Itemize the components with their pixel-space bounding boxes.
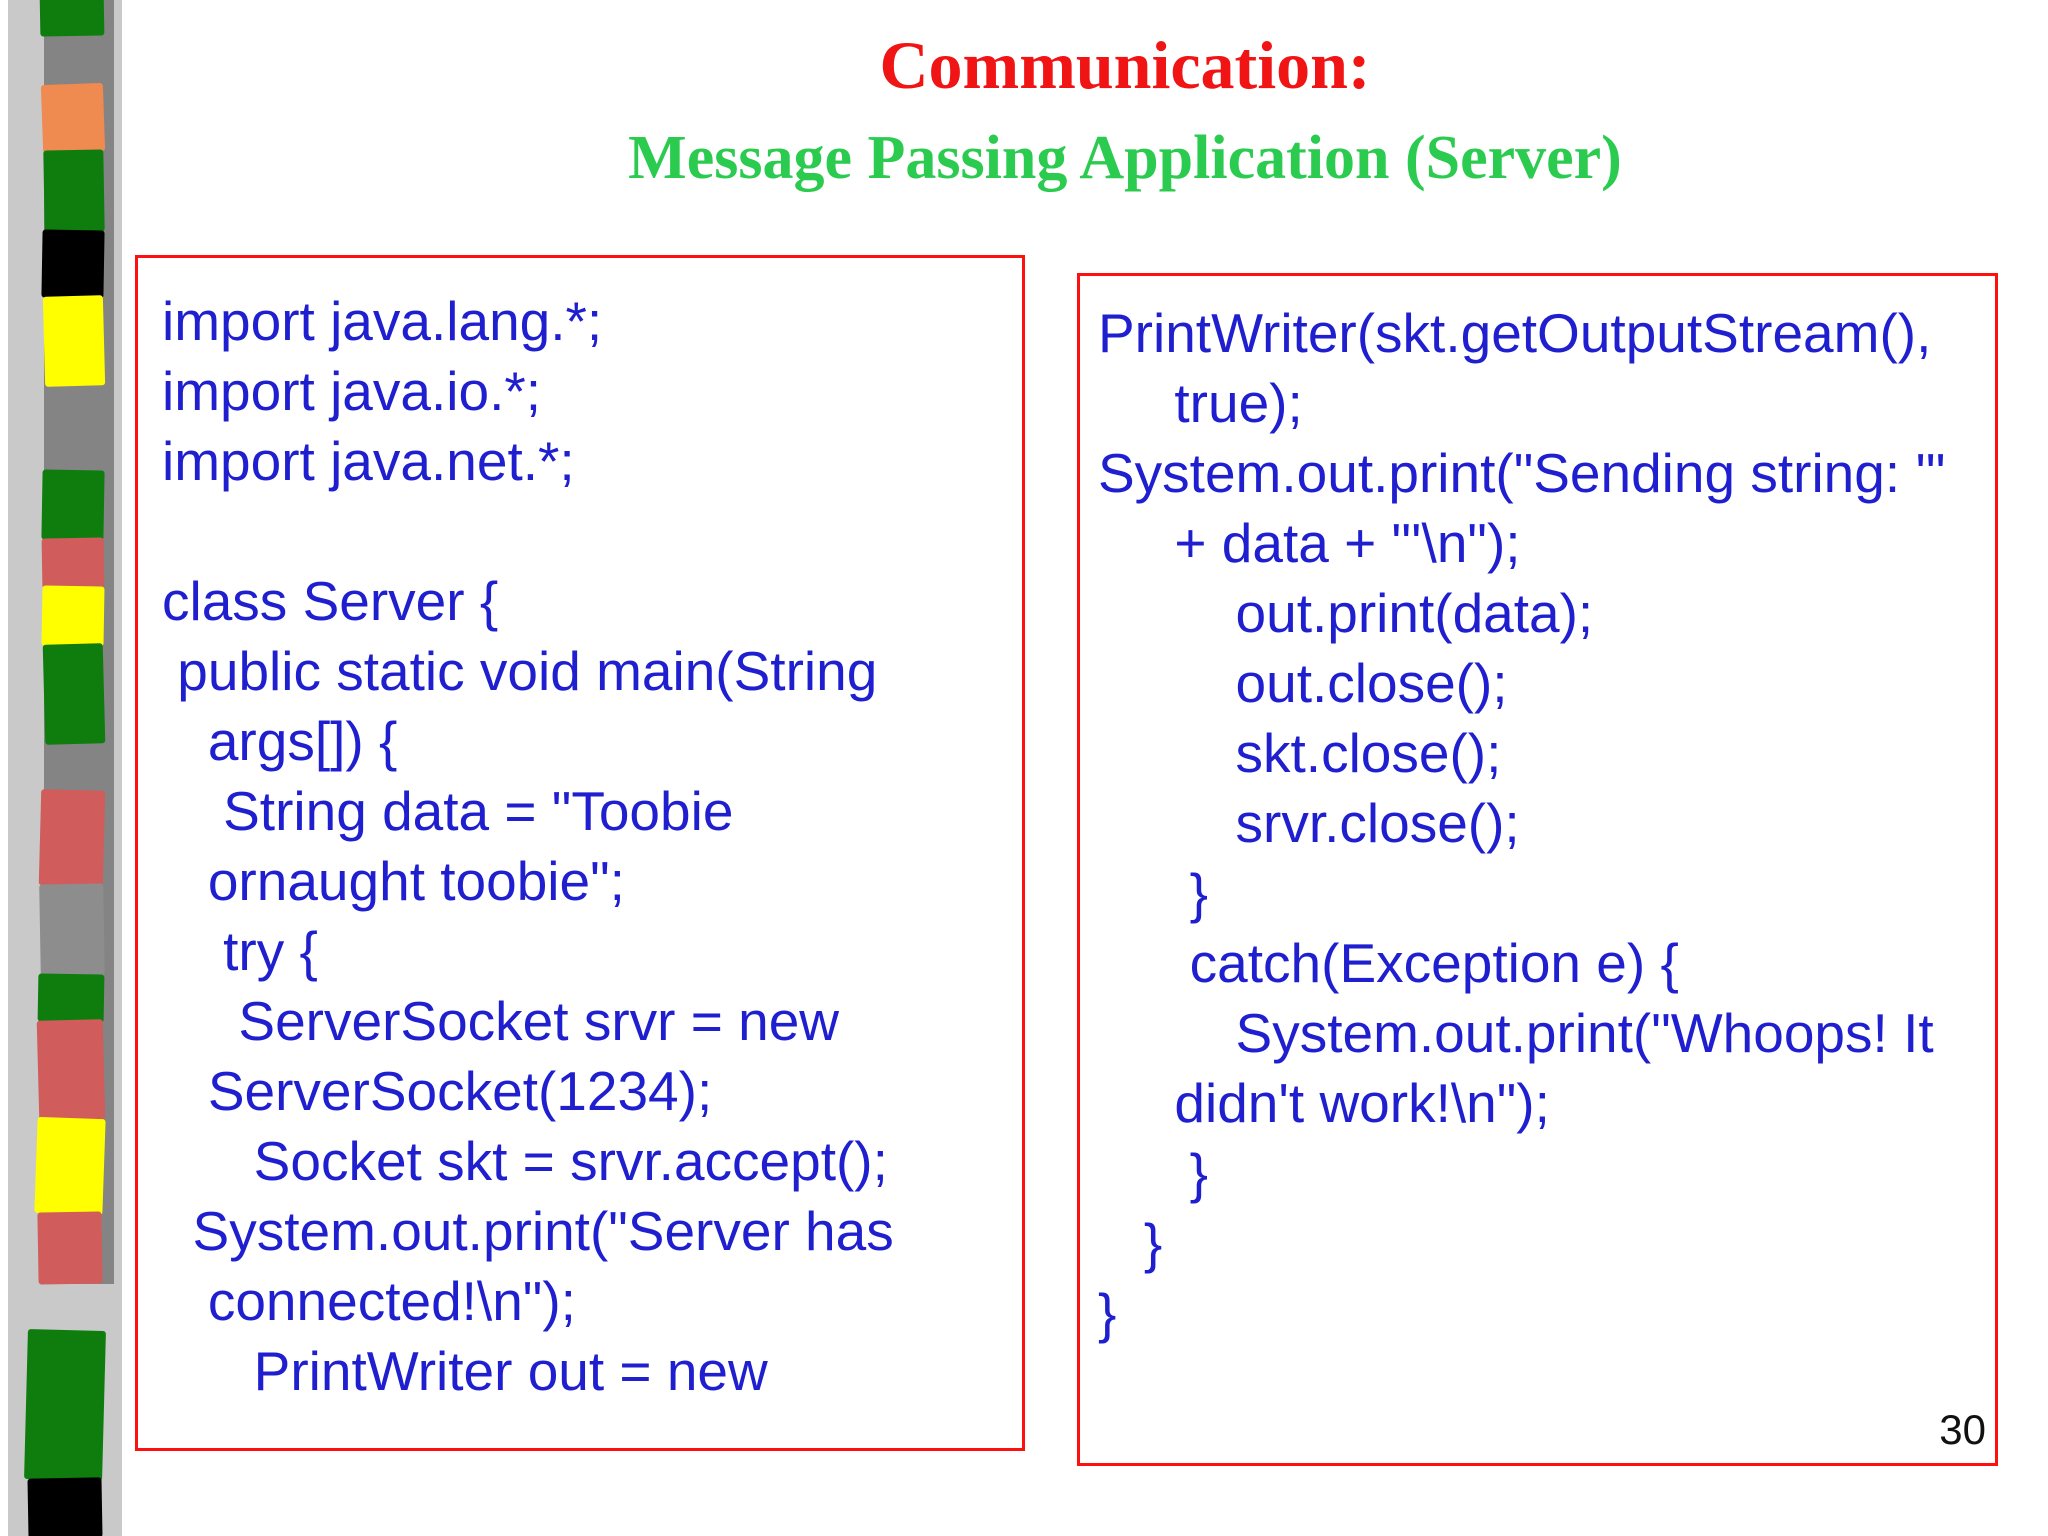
filmstrip-block (36, 1019, 106, 1121)
right-code-box: PrintWriter(skt.getOutputStream(), true)… (1077, 273, 1998, 1466)
filmstrip-block (41, 469, 105, 541)
filmstrip-block (42, 295, 106, 387)
filmstrip-block (34, 1116, 106, 1216)
left-code-text: import java.lang.*; import java.io.*; im… (162, 290, 894, 1402)
filmstrip-block (42, 643, 106, 745)
slide-title: Communication: (879, 27, 1371, 103)
filmstrip-block (24, 1329, 106, 1481)
filmstrip-block (40, 82, 106, 154)
filmstrip-block (37, 973, 105, 1023)
filmstrip-block (37, 1211, 103, 1285)
slide-subtitle: Message Passing Application (Server) (628, 124, 1622, 192)
left-code-box: import java.lang.*; import java.io.*; im… (135, 255, 1025, 1451)
filmstrip-block (43, 149, 105, 233)
filmstrip-block (41, 537, 105, 589)
filmstrip-block (27, 1477, 103, 1536)
filmstrip-block (39, 883, 105, 977)
filmstrip-block (41, 229, 105, 299)
filmstrip-block (38, 789, 106, 887)
filmstrip-block (39, 0, 105, 37)
page-number: 30 (1939, 1406, 1986, 1453)
right-code-text: PrintWriter(skt.getOutputStream(), true)… (1098, 302, 1946, 1344)
filmstrip-block (41, 585, 105, 647)
filmstrip (8, 0, 122, 1536)
